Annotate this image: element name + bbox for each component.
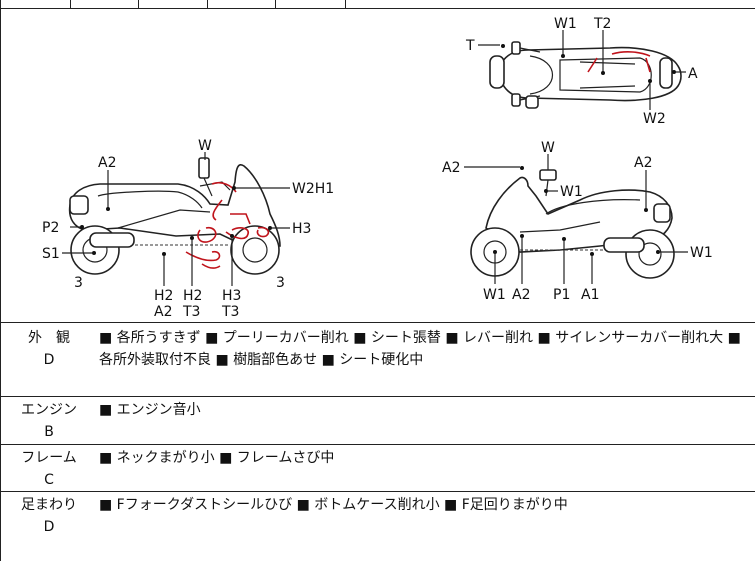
grade-label: B [44,424,54,440]
label-H3: H3 [222,288,241,304]
label-T: T [465,38,475,54]
category-cell: 足まわり D [14,494,84,538]
label-W: W [198,138,212,154]
label-H2: H2 [154,288,173,304]
label-W1: W1 [690,245,713,261]
label-P1: P1 [553,287,570,303]
divider [0,396,755,397]
divider [138,0,139,8]
category-cell: フレーム C [14,447,84,491]
divider [0,8,755,9]
grade-label: D [43,352,55,368]
label-H2: H2 [183,288,202,304]
label-W1: W1 [483,287,506,303]
label-A2: A2 [634,155,652,171]
label-A2: A2 [512,287,530,303]
scooter-left-view [62,152,290,286]
category-label: 足まわり [21,497,77,513]
grade-label: C [44,472,54,488]
description-text: ■ ネックまがり小 ■ フレームさび中 [99,450,335,466]
divider [0,322,755,323]
label-T2: T2 [593,16,611,32]
description-text: ■ エンジン音小 [99,402,201,418]
label-W2H1: W2H1 [292,181,334,197]
label-H3: H3 [292,221,311,237]
label-W1: W1 [560,184,583,200]
label-A2: A2 [442,160,460,176]
label-S1: S1 [42,246,60,262]
category-cell: 外 観 D [14,327,84,371]
divider [70,0,71,8]
category-cell: エンジン B [14,399,84,443]
label-W1: W1 [554,16,577,32]
label-W2: W2 [643,111,666,127]
category-label: エンジン [21,402,77,418]
scooter-top-view [478,30,686,110]
label-3-right: 3 [276,275,285,291]
scooter-right-view [464,154,688,284]
grade-label: D [43,519,55,535]
divider [0,444,755,445]
label-A1: A1 [581,287,599,303]
category-label: 外 観 [28,330,70,346]
label-T3: T3 [182,304,200,320]
divider [345,0,346,8]
label-W: W [541,140,555,156]
label-T3: T3 [221,304,239,320]
label-A: A [688,66,698,82]
label-A2: A2 [98,155,116,171]
divider [275,0,276,8]
divider [0,491,755,492]
label-A2: A2 [154,304,172,320]
description-text: ■ 各所うすきず ■ プーリーカバー削れ ■ シート張替 ■ レバー削れ ■ サ… [99,330,741,368]
category-label: フレーム [21,450,77,466]
damage-diagram: T W1 T2 A W2 [42,16,713,320]
divider [207,0,208,8]
label-3-left: 3 [74,275,83,291]
label-P2: P2 [42,220,59,236]
description-text: ■ Fフォークダストシールひび ■ ボトムケース削れ小 ■ F足回りまがり中 [99,497,568,513]
